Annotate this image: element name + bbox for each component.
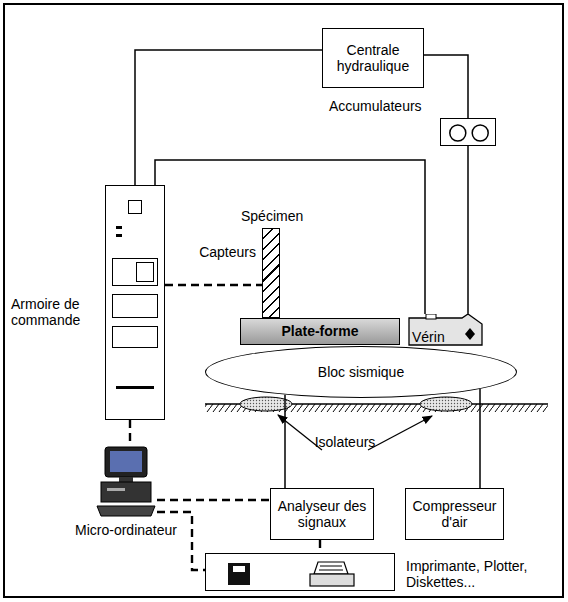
cabinet-panel [128,200,142,214]
supply-line [424,55,468,118]
leader-arrow [278,415,432,450]
node-heading: Imprimante, Plotter, Diskettes... [406,558,556,590]
node-label: Vérin [412,329,445,345]
accumulator-box: Accumulateurs [440,118,496,146]
computer-icon: Micro-ordinateur [95,446,157,518]
signal-link [165,284,262,286]
frame [4,4,563,597]
isolator [240,397,472,411]
peripheral-symbols [206,554,396,592]
accumulator-symbol [441,119,497,147]
supply-line [135,50,322,185]
supply-line [155,160,425,314]
supply-line [467,146,469,314]
cabinet-panel [112,294,158,318]
computer-symbol [95,446,157,518]
seismic-block: Bloc sismique [205,346,517,398]
actuator: Vérin [408,314,483,346]
node-label: Bloc sismique [318,364,404,380]
sensor-label: Capteurs [180,244,256,260]
control-cabinet: Armoire de commande [105,185,165,420]
cabinet-panel [116,226,122,229]
process-box: Analyseur des signaux [270,488,374,540]
node-heading: Micro-ordinateur [65,522,187,538]
cabinet-panel [112,326,158,348]
node-label: Plate-forme [281,323,358,339]
cabinet-panel [116,234,122,237]
signal-link [129,420,131,446]
node-heading: Spécimen [241,208,321,224]
platform: Plate-forme [240,318,400,345]
signal-link [157,512,205,570]
signal-link [319,540,321,553]
signal-link [157,499,270,501]
node-label: Compresseur d'air [410,498,499,530]
node-heading: Accumulateurs [329,98,439,114]
cabinet-panel [136,262,154,282]
cabinet-panel [116,386,154,389]
node-heading: Armoire de commande [11,296,99,328]
supply-line [284,395,286,488]
specimen: Spécimen [262,228,280,318]
isolator-label: Isolateurs [300,434,390,450]
process-box: Centrale hydraulique [322,28,424,88]
node-label: Analyseur des signaux [275,498,369,530]
process-box: Compresseur d'air [405,488,504,540]
node-label: Centrale hydraulique [327,42,419,74]
supply-line [479,389,481,488]
peripheral-box: Imprimante, Plotter, Diskettes... [205,553,395,591]
